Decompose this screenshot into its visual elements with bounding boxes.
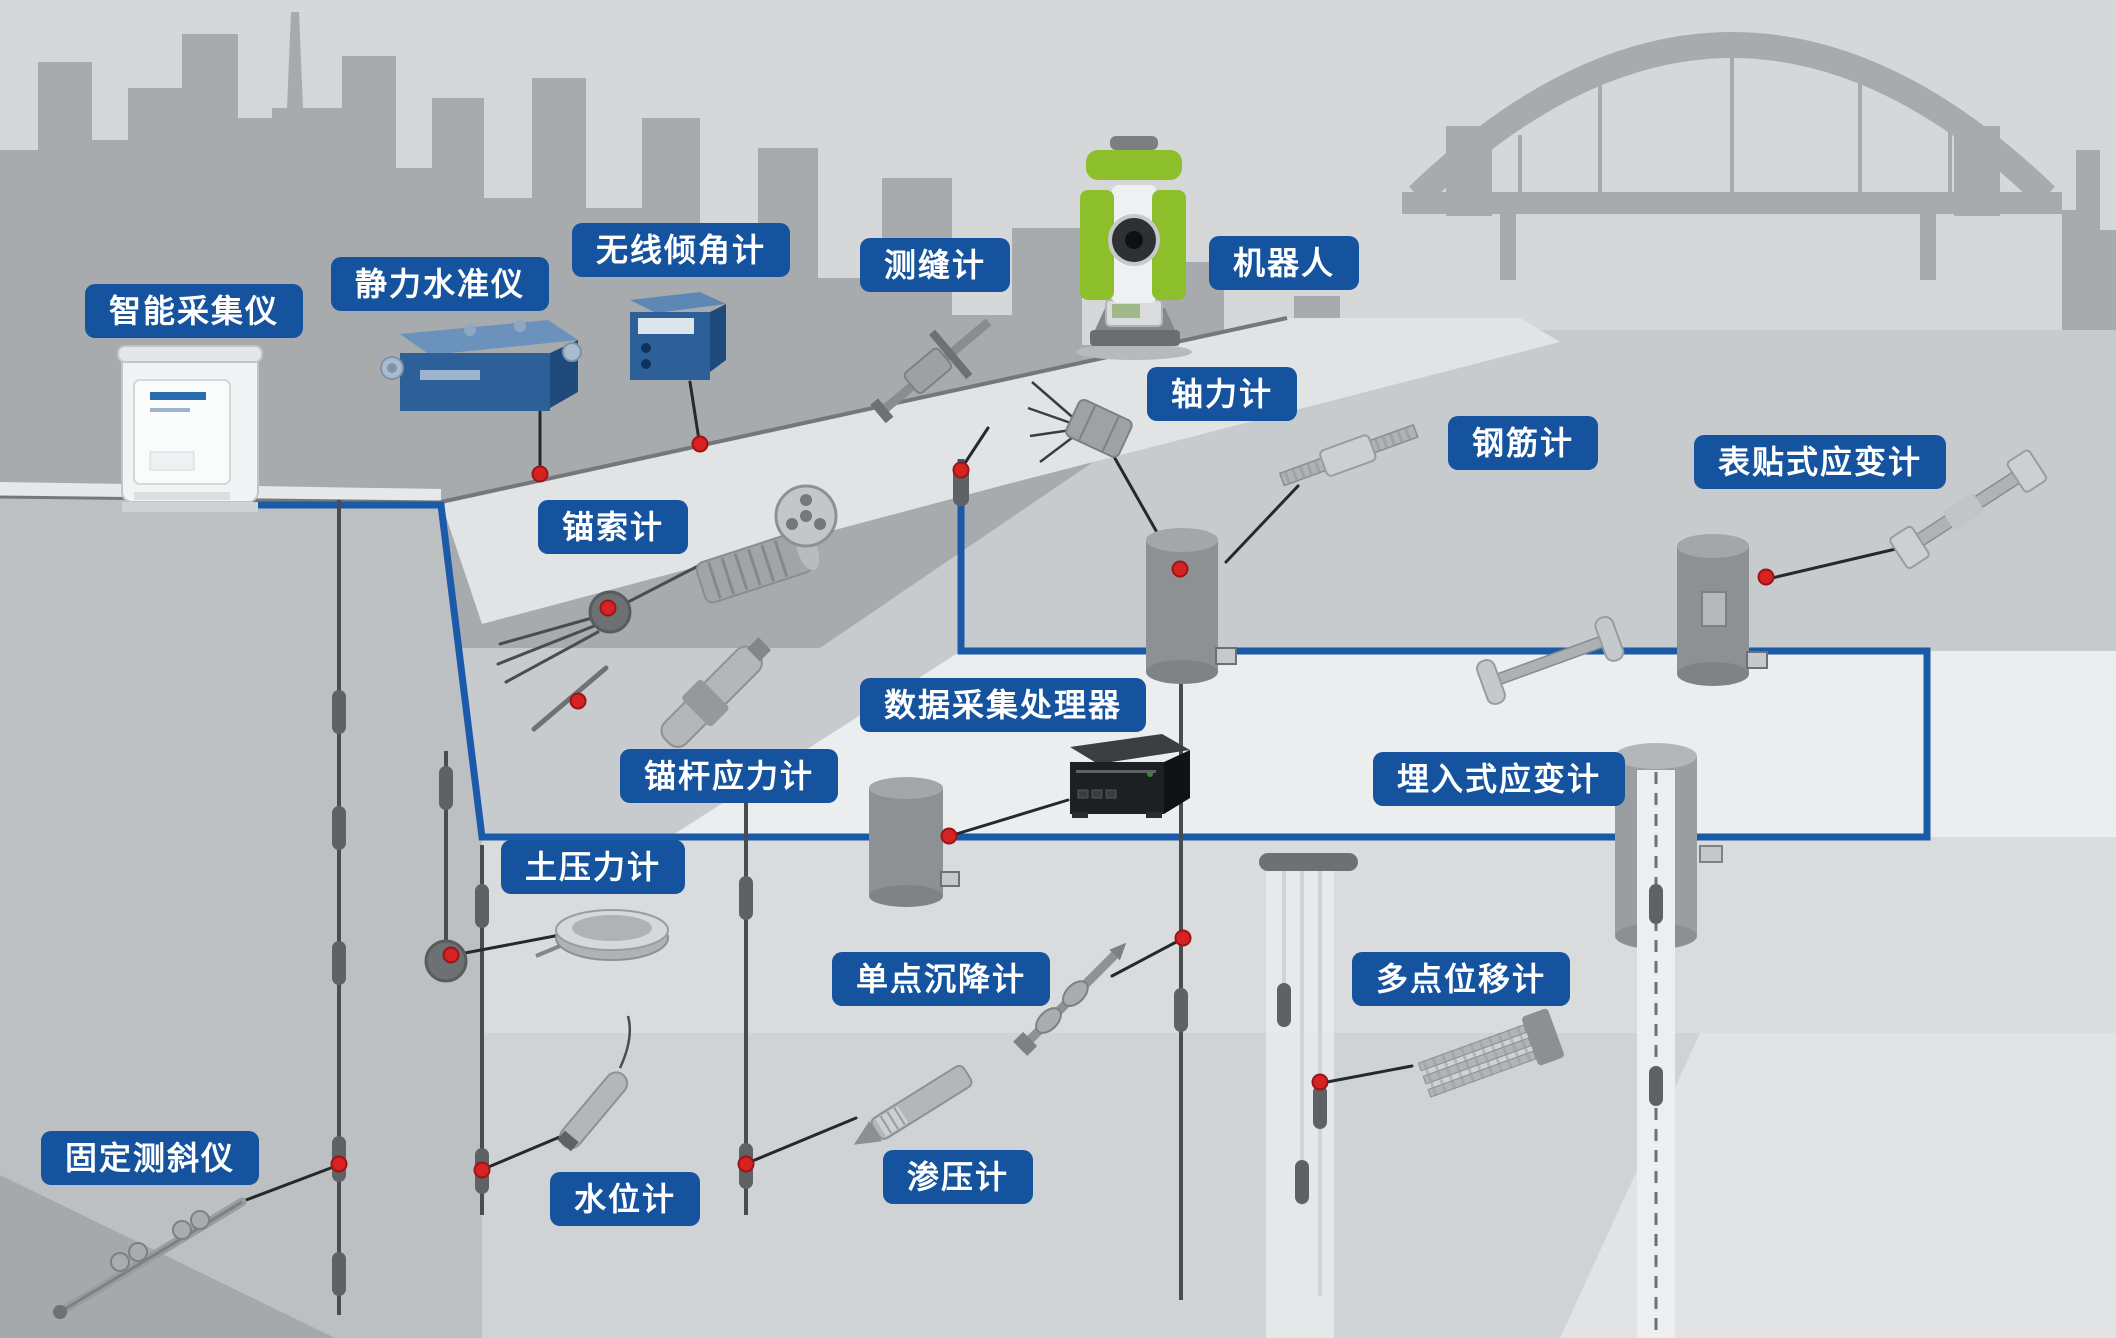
bridge-pier — [1920, 214, 1936, 280]
bridge-deck — [1402, 192, 2062, 214]
piezometer-probe-device — [853, 1064, 973, 1145]
connection-dot — [691, 435, 709, 453]
crack-meter-device — [870, 318, 992, 424]
connection-dot — [940, 827, 958, 845]
embedded-strain-gauge-device — [1476, 615, 1625, 705]
probe-wheel — [172, 1220, 192, 1240]
data-bus-network — [253, 459, 1931, 841]
connection-dot — [599, 599, 617, 617]
connection-dot — [569, 692, 587, 710]
robot-total-station-device — [1076, 136, 1192, 360]
fixed-inclinometer-device — [53, 1197, 247, 1319]
bridge-pylon-left — [1446, 126, 1492, 216]
left-wall — [0, 497, 482, 1338]
single-point-settlement-device — [1013, 942, 1127, 1056]
connection-dots — [330, 435, 1775, 1179]
bridge-arch — [1408, 32, 2056, 206]
bus-line — [253, 459, 1931, 841]
probe-wheel — [190, 1210, 210, 1230]
anchor-cable-strands — [496, 563, 702, 684]
casing-segment-markers — [332, 462, 1327, 1296]
wireless-tiltmeter-device — [630, 292, 726, 380]
harbour-bridge-silhouette — [1402, 32, 2062, 280]
extensometer-cap — [1259, 853, 1358, 871]
bridge-pier — [1500, 214, 1516, 280]
connection-dot — [1757, 568, 1775, 586]
connection-dot — [473, 1161, 491, 1179]
axial-force-cell-device — [1027, 381, 1133, 463]
bridge-hangers — [1518, 50, 1952, 196]
bridge-pylon-right — [1954, 126, 2000, 216]
deep-soil-light — [1560, 1033, 2116, 1338]
sensor-column-2 — [1677, 534, 1768, 686]
static-level-device — [380, 320, 582, 411]
data-processor-device — [1070, 734, 1190, 818]
anchor-cable-meter-device — [588, 484, 838, 634]
borehole-device — [1615, 743, 1723, 1338]
smart-collector-device — [117, 345, 263, 512]
surface-strain-gauge-device — [1889, 449, 2048, 570]
probe-wheel — [110, 1252, 130, 1272]
rebar-meter-device — [1278, 423, 1419, 487]
connection-dot — [330, 1155, 348, 1173]
connection-dot — [952, 461, 970, 479]
water-level-probe-device — [557, 1015, 631, 1152]
multi-point-extensometer-device — [1417, 1008, 1564, 1098]
sensor-column-3 — [869, 777, 960, 907]
connection-dot — [1311, 1073, 1329, 1091]
probe-cable — [618, 1015, 631, 1069]
carry-handle — [1110, 136, 1158, 150]
connection-dot — [1174, 929, 1192, 947]
sensor-column-1 — [1146, 528, 1237, 684]
connection-dot — [1171, 560, 1189, 578]
connection-dot — [531, 465, 549, 483]
earth-pressure-cell-device — [424, 909, 669, 983]
connection-dot — [737, 1155, 755, 1173]
connection-dot — [442, 946, 460, 964]
probe-wheel — [128, 1242, 148, 1262]
